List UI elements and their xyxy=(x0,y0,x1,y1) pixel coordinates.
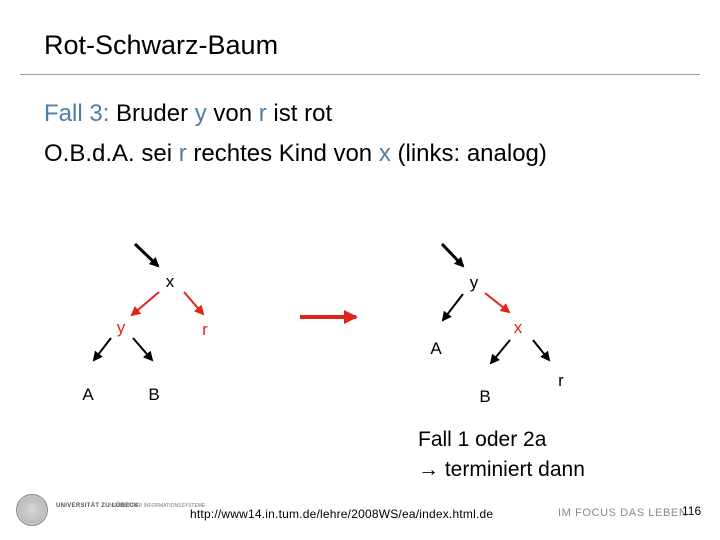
node-A-right-label: A xyxy=(430,339,442,358)
note-line-1: Fall 1 oder 2a xyxy=(418,428,547,451)
node-B-left xyxy=(141,381,167,407)
university-logo: UNIVERSITÄT ZU LÜBECK INSTITUT FÜR INFOR… xyxy=(16,494,205,526)
node-y-right xyxy=(461,269,487,295)
case-var-r: r xyxy=(258,100,267,127)
assumption-var-x: x xyxy=(378,140,391,167)
slide-title: Rot-Schwarz-Baum xyxy=(44,30,279,60)
note-line-2: → terminiert dann xyxy=(418,458,585,481)
case-line-1: Fall 3: Bruder y von r ist rot xyxy=(44,100,332,128)
edge-y-to-B-left xyxy=(132,337,154,362)
assumption-text: rechtes Kind von xyxy=(186,140,379,167)
node-x-left-label: x xyxy=(166,272,175,291)
node-y-right-label: y xyxy=(470,273,479,292)
edge-x-to-r-left xyxy=(183,291,205,316)
case-text: ist rot xyxy=(266,100,333,127)
node-y-left-label: y xyxy=(117,318,126,337)
university-name: UNIVERSITÄT ZU LÜBECK xyxy=(56,503,139,509)
assumption-text: O.B.d.A. sei xyxy=(44,140,179,167)
edge-y-to-x-right xyxy=(484,292,511,314)
node-x-left xyxy=(157,268,183,294)
assumption-text: (links: analog) xyxy=(390,140,547,167)
institute-name: INSTITUT FÜR INFORMATIONSSYSTEME xyxy=(108,503,206,509)
assumption-var-r: r xyxy=(178,140,187,167)
slogan: IM FOCUS DAS LEBEN xyxy=(558,507,688,519)
edge-x-to-y-left xyxy=(130,291,160,317)
node-r-right xyxy=(549,368,573,392)
node-x-right-label: x xyxy=(514,318,523,337)
source-url[interactable]: http://www14.in.tum.de/lehre/2008WS/ea/i… xyxy=(190,507,494,521)
edge-x-to-r-right xyxy=(532,339,551,362)
node-x-right xyxy=(505,314,531,340)
node-r-left xyxy=(193,317,217,341)
edge-y-to-A-right xyxy=(441,293,464,322)
node-r-right-label: r xyxy=(558,371,564,390)
node-B-right-label: B xyxy=(479,387,490,406)
case-text: Bruder xyxy=(116,100,195,127)
edge-y-to-A-left xyxy=(92,337,112,362)
node-y-left xyxy=(108,314,134,340)
edge-parent-to-x-left xyxy=(133,242,160,268)
node-B-left-label: B xyxy=(148,385,159,404)
node-r-left-label: r xyxy=(202,320,208,339)
seal-icon xyxy=(16,494,48,526)
edge-x-to-B-right xyxy=(489,339,511,365)
case-text: von xyxy=(206,100,259,127)
case-label: Fall 3: xyxy=(44,100,117,127)
node-A-left xyxy=(75,381,101,407)
node-B-right xyxy=(472,383,498,409)
page-number: 116 xyxy=(682,504,702,518)
edge-parent-to-y-right xyxy=(440,242,465,268)
node-A-right xyxy=(423,335,449,361)
case-var-y: y xyxy=(194,100,207,127)
case-line-2: O.B.d.A. sei r rechtes Kind von x (links… xyxy=(44,140,547,168)
title-divider xyxy=(20,74,700,75)
node-A-left-label: A xyxy=(82,385,94,404)
